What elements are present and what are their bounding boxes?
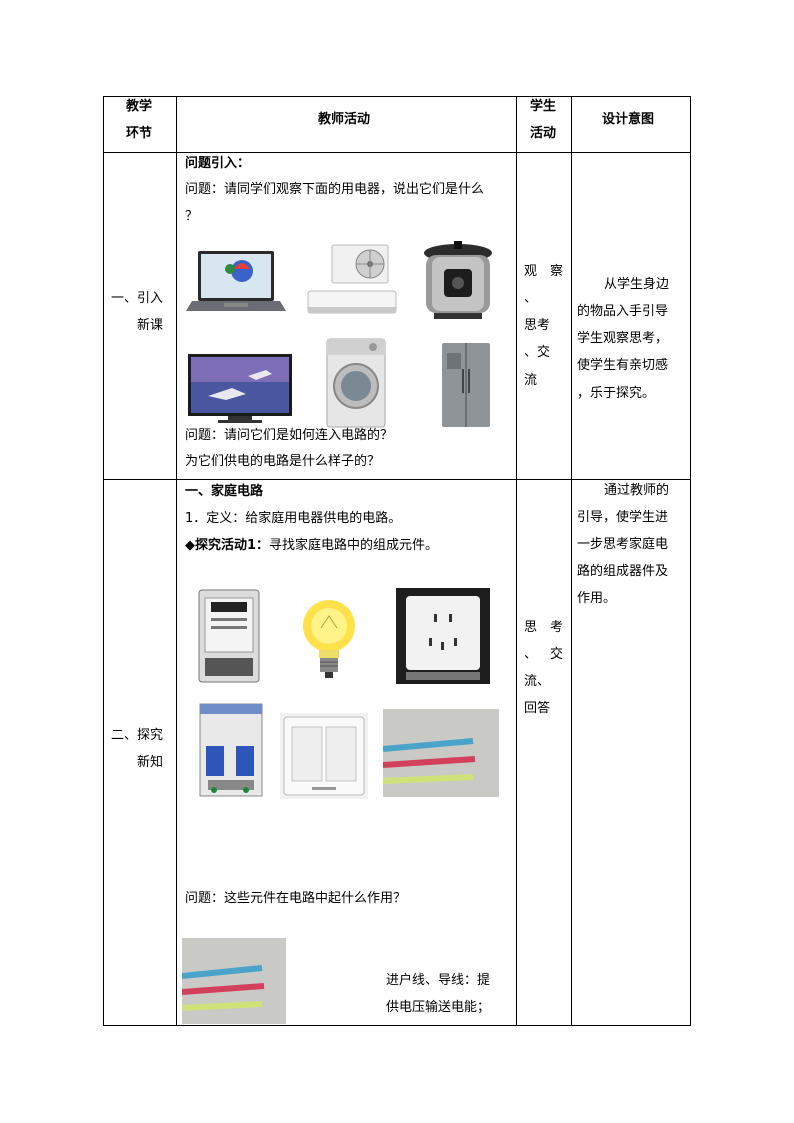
- row1-heading: 问题引入：: [185, 156, 251, 171]
- row1-student-4: 思考: [524, 318, 551, 333]
- row2-student-5: 流、: [524, 674, 551, 689]
- light-bulb-icon: [293, 588, 365, 684]
- light-switch-icon: [280, 713, 368, 799]
- row2-student-4: 交: [550, 647, 564, 662]
- row2-stage-line1: 二、探究: [111, 728, 164, 743]
- row2-student-1: 思: [524, 620, 538, 635]
- row1-intent-5: ，乐于探究。: [577, 386, 656, 401]
- row1-student-5: 、交: [524, 345, 551, 360]
- washing-machine-icon: [293, 331, 408, 429]
- television-icon: [188, 352, 292, 426]
- table-col-divider-3: [571, 96, 572, 1026]
- row2-stage-line2: 新知: [137, 755, 164, 770]
- row2-heading: 一、家庭电路: [185, 484, 264, 499]
- row2-answer-line1: 进户线、导线：提: [386, 973, 491, 988]
- table-border-bottom: [103, 1025, 691, 1026]
- electric-meter-icon: [195, 588, 263, 684]
- row1-student-6: 流: [524, 373, 538, 388]
- air-conditioner-icon: [298, 239, 398, 325]
- refrigerator-icon: [418, 339, 508, 429]
- row2-intent-2: 引导，使学生进: [577, 510, 669, 525]
- row2-intent-1: 通过教师的: [604, 483, 670, 498]
- row1-stage-line1: 一、引入: [111, 291, 164, 306]
- header-design-intent: 设计意图: [602, 112, 655, 127]
- table-row-divider: [103, 479, 691, 480]
- table-border-right: [690, 96, 691, 1026]
- table-col-divider-2: [516, 96, 517, 1026]
- row1-question-line1: 问题：请同学们观察下面的用电器，说出它们是什么: [185, 182, 485, 197]
- row2-activity: ◆探究活动1：寻找家庭电路中的组成元件。: [185, 537, 438, 555]
- wires-icon: [182, 938, 286, 1024]
- row2-definition: 1．定义：给家庭用电器供电的电路。: [185, 511, 402, 526]
- row1-intent-4: 使学生有亲切感: [577, 358, 669, 373]
- row1-question2-line1: 问题：请问它们是如何连入电路的？: [185, 428, 394, 443]
- row2-student-3: 、: [524, 647, 538, 662]
- row1-student-2: 察: [550, 264, 564, 279]
- row1-student-1: 观: [524, 264, 538, 279]
- table-border-left: [103, 96, 104, 1026]
- row2-intent-5: 作用。: [577, 591, 617, 606]
- header-student-line2: 活动: [530, 126, 557, 141]
- row1-intent-1: 从学生身边: [604, 277, 670, 292]
- row1-intent-3: 学生观察思考，: [577, 331, 669, 346]
- header-student-line1: 学生: [530, 99, 557, 114]
- row1-question-line2: ？: [185, 209, 199, 224]
- row2-student-6: 回答: [524, 701, 551, 716]
- table-border-top: [103, 96, 691, 97]
- row2-answer-line2: 供电压输送电能；: [386, 1000, 491, 1015]
- row2-activity-label: ◆探究活动1：: [185, 538, 270, 553]
- row1-stage-line2: 新课: [137, 318, 164, 333]
- circuit-breaker-icon: [198, 702, 264, 798]
- power-socket-icon: [396, 588, 490, 684]
- row2-student-2: 考: [550, 620, 564, 635]
- row2-intent-3: 一步思考家庭电: [577, 537, 669, 552]
- header-teacher-activity: 教师活动: [318, 112, 371, 127]
- row1-intent-2: 的物品入手引导: [577, 304, 669, 319]
- header-stage-line2: 环节: [126, 126, 153, 141]
- table-header-divider: [103, 152, 691, 153]
- table-col-divider-1: [176, 96, 177, 1026]
- wires-icon: [383, 709, 499, 797]
- row1-question2-line2: 为它们供电的电路是什么样子的？: [185, 454, 381, 469]
- row2-intent-4: 路的组成器件及: [577, 564, 669, 579]
- row1-student-3: 、: [524, 291, 538, 306]
- row2-question: 问题：这些元件在电路中起什么作用？: [185, 891, 407, 906]
- pressure-cooker-icon: [416, 239, 500, 325]
- row2-activity-text: 寻找家庭电路中的组成元件。: [269, 538, 439, 553]
- laptop-icon: [186, 239, 286, 325]
- header-stage-line1: 教学: [126, 99, 153, 114]
